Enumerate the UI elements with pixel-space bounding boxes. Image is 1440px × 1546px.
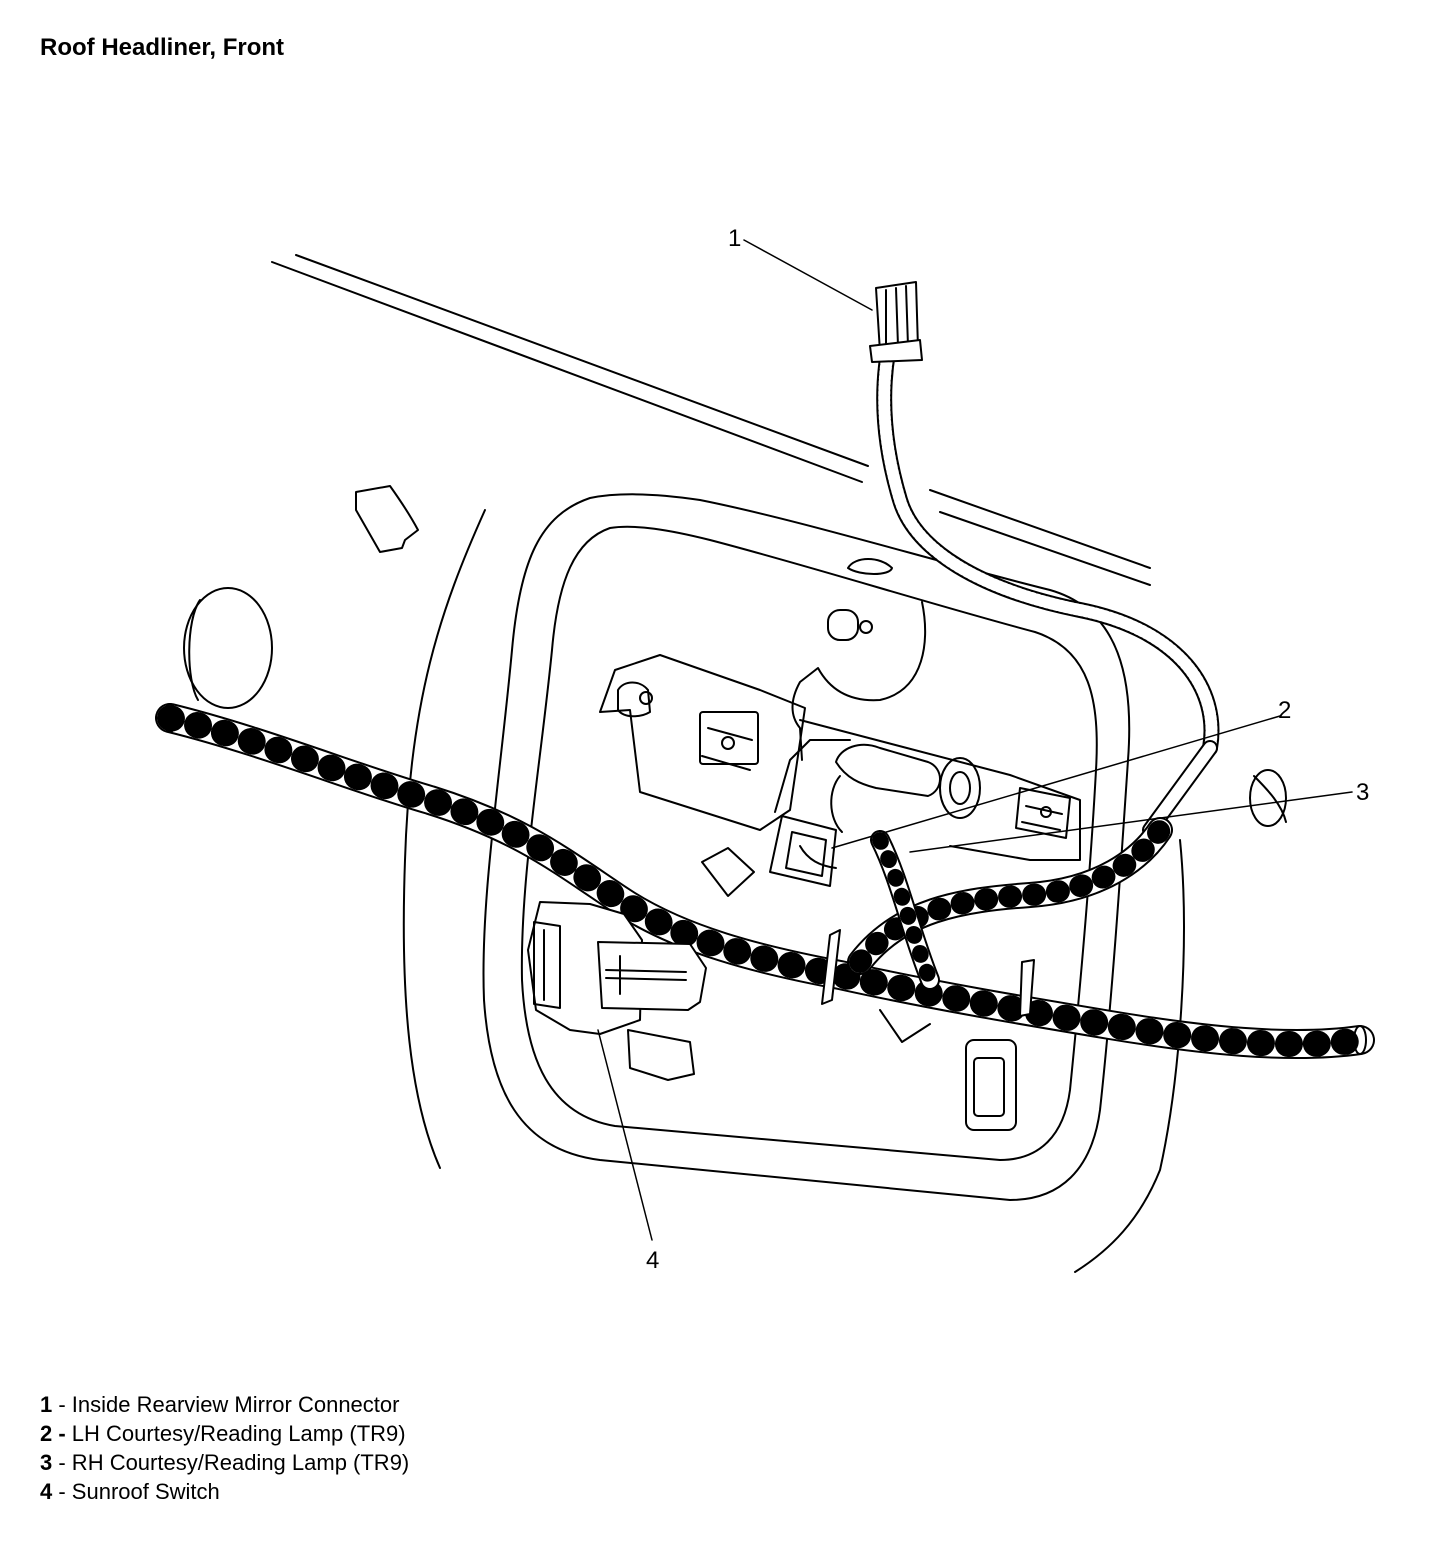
legend-text: - Inside Rearview Mirror Connector <box>52 1392 400 1417</box>
callout-1: 1 <box>728 225 741 252</box>
mirror-connector-harness <box>876 344 1220 838</box>
lamp-housing-center <box>701 719 1081 897</box>
legend-item: 1 - Inside Rearview Mirror Connector <box>40 1390 409 1419</box>
sunroof-switch-connector <box>527 901 707 1035</box>
headliner-contours <box>402 509 1185 1273</box>
windshield-edge-lines <box>271 254 1151 586</box>
legend-text: LH Courtesy/Reading Lamp (TR9) <box>65 1421 406 1446</box>
clip-features <box>183 485 1287 827</box>
legend-item: 3 - RH Courtesy/Reading Lamp (TR9) <box>40 1448 409 1477</box>
lower-tabs <box>627 1009 1017 1131</box>
legend: 1 - Inside Rearview Mirror Connector 2 -… <box>40 1390 409 1506</box>
legend-number: 3 <box>40 1450 53 1475</box>
callout-leaders <box>597 239 1353 1241</box>
console-opening <box>482 493 1131 1201</box>
callout-4: 4 <box>646 1247 659 1274</box>
legend-number: 4 <box>40 1479 53 1504</box>
callout-2: 2 <box>1278 697 1291 724</box>
legend-number: 1 <box>40 1392 53 1417</box>
diagram-title: Roof Headliner, Front <box>40 34 285 61</box>
main-wiring-harness <box>155 703 1375 1059</box>
legend-text: - RH Courtesy/Reading Lamp (TR9) <box>52 1450 410 1475</box>
mirror-connector-plug <box>869 281 923 363</box>
legend-text: - Sunroof Switch <box>52 1479 220 1504</box>
legend-item: 4 - Sunroof Switch <box>40 1477 409 1506</box>
lamp-mount-left <box>599 654 806 831</box>
callout-3: 3 <box>1356 779 1369 806</box>
legend-number: 2 - <box>40 1421 66 1446</box>
legend-item: 2 - LH Courtesy/Reading Lamp (TR9) <box>40 1419 409 1448</box>
